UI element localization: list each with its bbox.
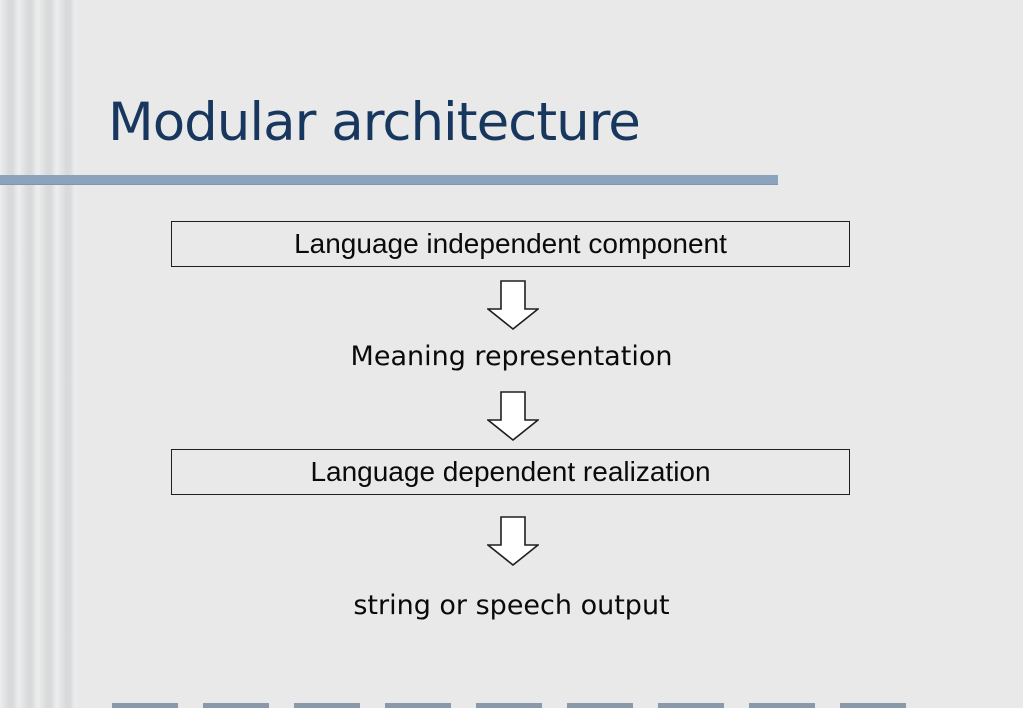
left-stripe-decoration [0,0,77,708]
slide-title: Modular architecture [108,92,641,153]
flow-label-meaning-representation: Meaning representation [350,341,673,372]
clipped-bottom-row-decoration [112,703,906,708]
flow-box-language-dependent: Language dependent realization [171,449,850,495]
flow-box-language-independent: Language independent component [171,221,850,267]
flow-label-string-speech-output: string or speech output [353,590,670,621]
flow-box-label: Language dependent realization [310,456,711,487]
down-arrow-icon [487,280,539,330]
title-underline [0,175,778,185]
flow-box-label: Language independent component [294,228,727,259]
down-arrow-icon [487,516,539,566]
down-arrow-icon [487,391,539,441]
